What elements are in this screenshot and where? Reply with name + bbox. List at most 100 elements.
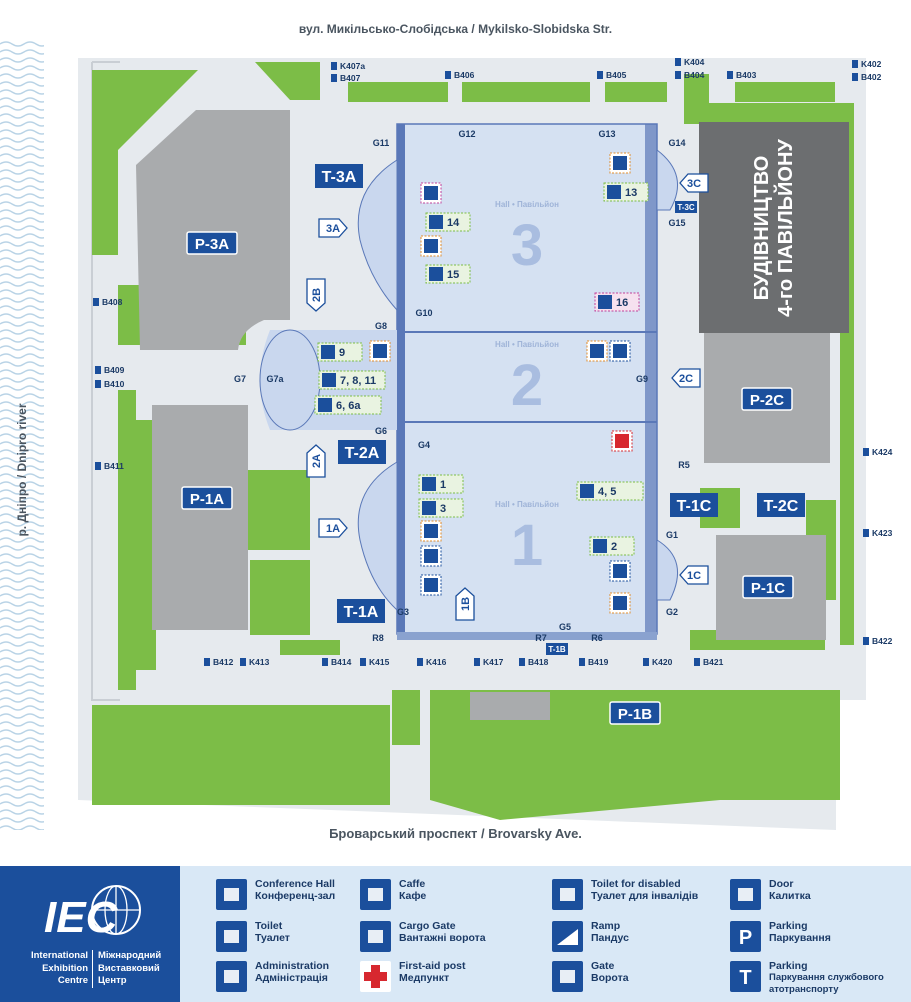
- legend-label-en: Gate: [591, 960, 615, 972]
- door-icon: [863, 637, 869, 645]
- door-icon: [727, 71, 733, 79]
- terminal-t-3c: T-3C: [675, 201, 697, 213]
- first-aid-icon: [611, 430, 633, 452]
- terminal-label: T-3A: [322, 169, 357, 186]
- door-icon: [579, 658, 585, 666]
- gate-g11: G11: [373, 138, 390, 148]
- door-b405: B405: [597, 70, 627, 80]
- conference-hall-7-8-11: 7, 8, 11: [318, 370, 386, 390]
- door-b404: B404: [675, 70, 705, 80]
- door-icon: [474, 658, 480, 666]
- conference-hall-15: 15: [425, 264, 471, 284]
- conference-hall-number: 2: [611, 541, 617, 553]
- hall-2-caption: Hall • Павільйон: [495, 340, 559, 349]
- conference-hall-icon: [598, 295, 612, 309]
- logo-divider: [92, 950, 93, 988]
- door-b421: B421: [694, 657, 724, 667]
- legend-label-ua: Паркування службового атотранспорту: [769, 972, 884, 995]
- door-icon: [360, 658, 366, 666]
- parking-label: P-1B: [618, 706, 652, 723]
- entrance-label: 2B: [311, 288, 323, 302]
- conference-hall-icon: [322, 373, 336, 387]
- ramp-r7: R7: [535, 633, 547, 643]
- entrance-3a: 3A: [318, 218, 348, 238]
- terminal-label: T-1B: [548, 645, 566, 654]
- parking-areas: [136, 110, 830, 640]
- ramp-r8: R8: [372, 633, 384, 643]
- door-b409: B409: [95, 365, 125, 375]
- lobby-hall-1: [357, 461, 398, 612]
- door-k423: K423: [863, 528, 893, 538]
- iec-logo-mark: IEC: [44, 885, 141, 942]
- conference-hall-number: 13: [625, 187, 637, 199]
- door-b408: B408: [93, 297, 123, 307]
- legend-label-en: Door: [769, 878, 794, 890]
- legend-label-en: Administration: [255, 960, 330, 972]
- terminal-label: T-2A: [345, 445, 380, 462]
- gate-g2: G2: [666, 607, 678, 617]
- terminal-t-2c: T-2C: [757, 493, 805, 517]
- administration-icon: [216, 961, 247, 992]
- entrance-label: 1B: [460, 597, 472, 611]
- gate-g3: G3: [397, 607, 409, 617]
- conference-hall-number: 4, 5: [598, 486, 616, 498]
- door-label: B410: [104, 379, 125, 389]
- legend-label-en: Ramp: [591, 920, 621, 932]
- terminal-label: T-3C: [677, 203, 695, 212]
- conference-hall-icon: [422, 501, 436, 515]
- door-label: B419: [588, 657, 609, 667]
- conference-hall-16: 16: [594, 292, 640, 312]
- conference-hall-number: 16: [616, 297, 628, 309]
- svg-text:4-го ПАВІЛЬЙОНУ: 4-го ПАВІЛЬЙОНУ: [773, 139, 797, 317]
- entrance-label: 3A: [326, 223, 340, 235]
- conference-hall-9: 9: [317, 342, 363, 362]
- street-top: вул. Микільсько-Слобідська / Mykilsko-Sl…: [298, 22, 613, 36]
- gate-g6: G6: [375, 426, 387, 436]
- disabled-toilet-icon: [420, 182, 442, 204]
- administration-icon: [609, 560, 631, 582]
- legend-label-ua: Туалет для інвалідів: [591, 890, 699, 902]
- door-icon: [675, 71, 681, 79]
- gate-g9: G9: [636, 374, 648, 384]
- parking-p-1b: P-1B: [609, 701, 661, 725]
- legend-label-ua: Паркування: [769, 932, 831, 944]
- door-icon: [445, 71, 451, 79]
- entrance-label: 2A: [311, 454, 323, 468]
- door-icon: [694, 658, 700, 666]
- disabled-toilet-icon: [552, 879, 583, 910]
- door-label: K404: [684, 57, 705, 67]
- parking-label: P-1C: [751, 580, 785, 597]
- gate-g4: G4: [418, 440, 430, 450]
- door-b410: B410: [95, 379, 125, 389]
- door-b403: B403: [727, 70, 757, 80]
- caffe-icon: [360, 879, 391, 910]
- svg-text:БУДІВНИЦТВО: БУДІВНИЦТВО: [751, 156, 773, 301]
- door-label: K417: [483, 657, 504, 667]
- conference-hall-icon: [429, 215, 443, 229]
- gate-icon: [552, 961, 583, 992]
- toilet-icon: [609, 592, 631, 614]
- door-icon: [95, 462, 101, 470]
- conference-hall-13: 13: [603, 182, 649, 202]
- svg-text:T: T: [739, 967, 751, 989]
- door-label: B414: [331, 657, 352, 667]
- legend-label-en: Toilet for disabled: [591, 878, 681, 890]
- conference-hall-icon: [318, 398, 332, 412]
- door-b402: B402: [852, 72, 882, 82]
- door-icon: [852, 73, 858, 81]
- ramp-r6: R6: [591, 633, 603, 643]
- parking-label: P-1A: [190, 491, 224, 508]
- door-label: B412: [213, 657, 234, 667]
- door-b411: B411: [95, 461, 124, 471]
- entrance-label: 2C: [679, 373, 693, 385]
- legend-label-en: Conference Hall: [255, 878, 335, 890]
- door-k417: K417: [474, 657, 504, 667]
